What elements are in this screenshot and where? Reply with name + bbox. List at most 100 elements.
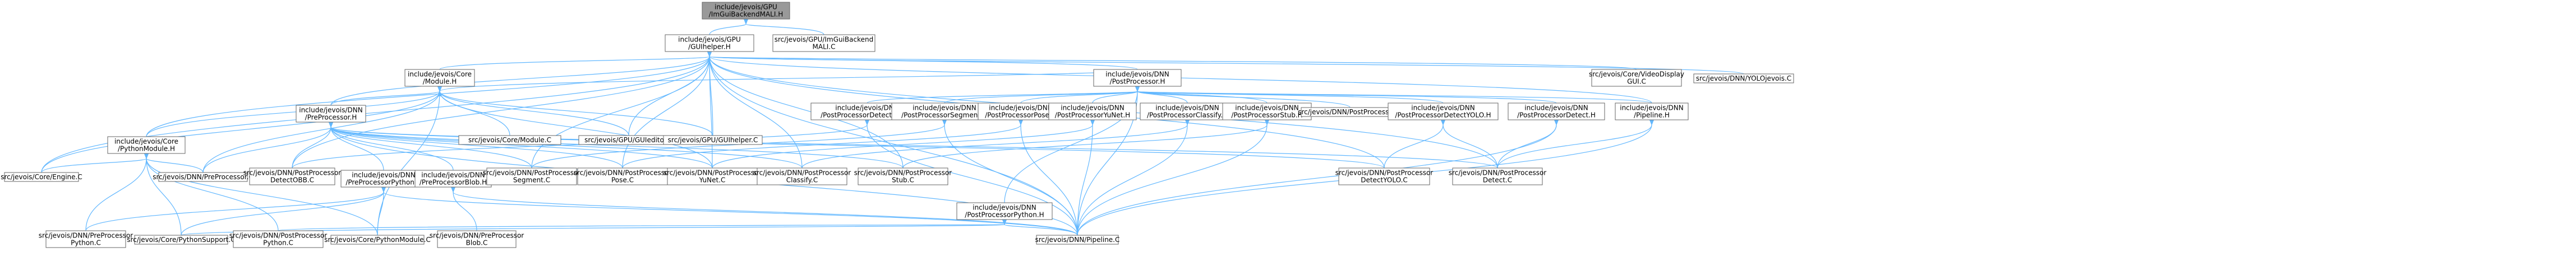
- edge-n14-n28: [622, 119, 1024, 169]
- graph-node[interactable]: include/jevois/DNN/PostProcessorStub.H: [1222, 102, 1312, 120]
- graph-node[interactable]: include/jevois/DNN/PostProcessorClassify…: [1140, 102, 1235, 120]
- graph-node[interactable]: src/jevois/DNN/PreProcessorPython.C: [39, 230, 133, 248]
- edge-n25-n38: [377, 187, 386, 236]
- node-label-line: src/jevois/DNN/PostProcessor: [854, 169, 952, 177]
- node-box: [330, 235, 425, 245]
- node-label-line: src/jevois/DNN/PostProcessor: [1449, 169, 1547, 177]
- node-label-line: GUI.C: [1627, 78, 1646, 86]
- node-label-line: /PythonModule.H: [118, 145, 175, 153]
- edge-n8-n34: [328, 122, 1498, 169]
- graph-node[interactable]: include/jevois/DNN/PreProcessorPython.H: [340, 170, 427, 188]
- edge-n3-n22: [41, 86, 443, 173]
- graph-node[interactable]: src/jevois/DNN/PostProcessorSegment.C: [483, 167, 581, 185]
- node-label-line: src/jevois/Core/PythonSupport.C: [127, 236, 235, 244]
- graph-node[interactable]: src/jevois/Core/Module.C: [458, 135, 561, 145]
- edge-n1-n30: [707, 51, 803, 169]
- graph-node[interactable]: src/jevois/GPU/GUIeditor.C: [578, 135, 679, 145]
- node-box: [1693, 73, 1794, 83]
- edge-layer: [41, 18, 1744, 236]
- graph-node[interactable]: src/jevois/GPU/ImGuiBackendMALI.C: [772, 34, 875, 52]
- edge-n4-n15: [1092, 86, 1140, 104]
- graph-node[interactable]: src/jevois/GPU/GUIhelper.C: [663, 135, 763, 145]
- node-label-line: /ImGuiBackendMALI.H: [709, 11, 783, 18]
- node-label-line: src/jevois/GPU/GUIhelper.C: [668, 136, 758, 144]
- node-label-line: src/jevois/DNN/Pipeline.C: [1035, 236, 1120, 244]
- graph-node[interactable]: src/jevois/DNN/PostProcessorPython.C: [229, 230, 328, 248]
- node-label-line: MALI.C: [813, 43, 836, 51]
- graph-node[interactable]: include/jevois/DNN/PostProcessorYuNet.H: [1048, 102, 1137, 120]
- node-label-line: /PostProcessor.H: [1110, 78, 1165, 86]
- edge-n19-n33: [1384, 119, 1446, 169]
- node-label-line: /PostProcessorStub.H: [1231, 111, 1302, 119]
- node-label-line: Detect.C: [1483, 176, 1512, 184]
- graph-node[interactable]: src/jevois/DNN/PostProcessorStub.C: [854, 167, 952, 185]
- graph-node[interactable]: include/jevois/Core/PythonModule.H: [107, 136, 186, 154]
- graph-node[interactable]: include/jevois/DNN/PreProcessorBlob.H: [414, 170, 492, 188]
- graph-node[interactable]: src/jevois/DNN/YOLOjevois.C: [1693, 73, 1794, 83]
- graph-node[interactable]: include/jevois/GPU/GUIhelper.H: [665, 34, 754, 52]
- node-label-line: include/jevois/DNN: [1411, 104, 1475, 112]
- graph-node[interactable]: include/jevois/DNN/PostProcessorPython.H: [956, 202, 1053, 220]
- graph-node[interactable]: src/jevois/DNN/PostProcessorYuNet.C: [663, 167, 762, 185]
- edge-n4-n12: [867, 86, 1140, 104]
- node-label-line: include/jevois/DNN: [1235, 104, 1299, 112]
- node-box: [458, 135, 561, 145]
- node-label-line: /PostProcessorYuNet.H: [1055, 111, 1130, 119]
- node-label-line: include/jevois/GPU: [678, 36, 741, 44]
- node-box: [667, 167, 758, 185]
- graph-node[interactable]: src/jevois/Core/PythonModule.C: [324, 235, 431, 245]
- graph-node[interactable]: src/jevois/DNN/Pipeline.C: [1035, 235, 1120, 245]
- node-box: [1140, 102, 1235, 120]
- node-label-line: include/jevois/DNN: [973, 204, 1036, 212]
- node-box: [486, 167, 577, 185]
- edge-n12-n40: [864, 119, 1078, 236]
- node-label-line: include/jevois/DNN: [421, 171, 485, 179]
- edge-n3-n11: [437, 86, 713, 136]
- graph-node[interactable]: src/jevois/Core/PythonSupport.C: [127, 235, 236, 245]
- node-label-line: /PostProcessorDetect.H: [1517, 111, 1596, 119]
- graph-node[interactable]: src/jevois/DNN/PostProcessorDetect.C: [1449, 167, 1547, 185]
- graph-node[interactable]: include/jevois/Core/Module.H: [404, 69, 475, 87]
- node-box: [340, 170, 427, 188]
- graph-node[interactable]: include/jevois/DNN/PostProcessor.H: [1093, 69, 1182, 87]
- node-layer: include/jevois/GPU/ImGuiBackendMALI.H inc…: [1, 2, 1794, 248]
- node-label-line: /PostProcessorClassify.H: [1147, 111, 1228, 119]
- graph-node[interactable]: include/jevois/DNN/PostProcessorDetect.H: [1508, 102, 1605, 120]
- graph-node[interactable]: include/jevois/DNN/Pipeline.H: [1615, 102, 1689, 120]
- edge-n3-n8: [330, 86, 443, 106]
- node-label-line: src/jevois/Core/Engine.C: [1, 173, 82, 181]
- graph-node[interactable]: src/jevois/DNN/PreProcessorBlob.C: [430, 230, 524, 248]
- edge-n3-n7: [146, 86, 443, 137]
- graph-node[interactable]: src/jevois/DNN/PreProcessor.C: [153, 172, 254, 182]
- edge-n4-n18: [1135, 86, 1351, 108]
- edge-n8-n23: [202, 122, 334, 173]
- node-label-line: src/jevois/GPU/GUIeditor.C: [584, 136, 673, 144]
- graph-node[interactable]: src/jevois/DNN/PostProcessorClassify.C: [753, 167, 851, 185]
- graph-node[interactable]: src/jevois/DNN/PostProcessorDetectOBB.C: [243, 167, 342, 185]
- node-box: [858, 167, 948, 185]
- edge-n7-n35: [85, 153, 149, 231]
- edge-n8-n30: [328, 122, 803, 169]
- edge-n3-n38: [377, 86, 443, 236]
- graph-node[interactable]: include/jevois/DNN/PostProcessorDetectYO…: [1388, 102, 1499, 120]
- node-box: [665, 34, 754, 52]
- edge-n1-n5: [706, 51, 1637, 70]
- edge-n21-n34: [1497, 119, 1655, 169]
- node-label-line: /PreProcessorPython.H: [345, 179, 421, 187]
- edge-n17-n31: [902, 119, 1270, 169]
- node-box: [249, 167, 335, 185]
- edge-n3-n4: [437, 69, 1138, 97]
- node-label-line: src/jevois/DNN/PostProcessor: [1335, 169, 1434, 177]
- graph-node[interactable]: include/jevois/DNN/PreProcessor.H: [296, 105, 366, 123]
- edge-n7-n37: [144, 153, 279, 231]
- node-label-line: /PreProcessor.H: [305, 114, 357, 122]
- graph-node[interactable]: src/jevois/DNN/PostProcessorDetectYOLO.C: [1335, 167, 1434, 185]
- edge-n4-n17: [1135, 86, 1268, 104]
- edge-n1-n3: [439, 51, 712, 70]
- graph-node[interactable]: src/jevois/Core/Engine.C: [1, 172, 82, 182]
- edge-n20-n40: [1077, 119, 1559, 236]
- edge-n3-n10: [437, 86, 629, 136]
- graph-node[interactable]: src/jevois/DNN/PostProcessor.C: [1298, 107, 1402, 117]
- graph-node[interactable]: src/jevois/DNN/PostProcessorPose.C: [574, 167, 672, 185]
